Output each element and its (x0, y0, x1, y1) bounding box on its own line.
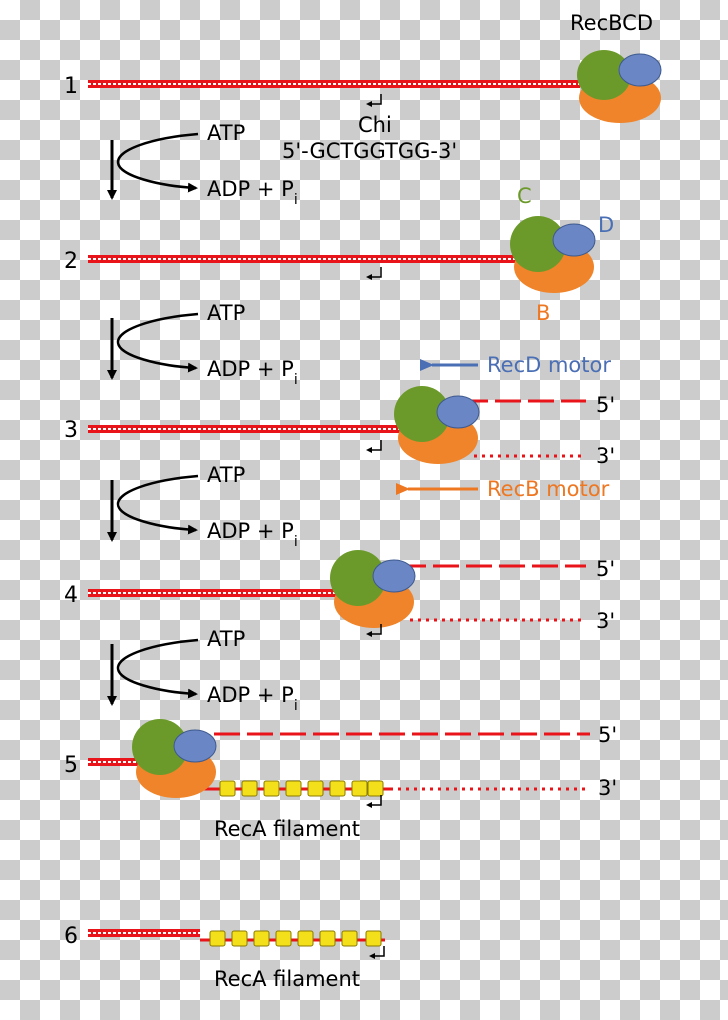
adp-label-3: ADP + Pi (207, 519, 298, 550)
reca-filament-label-5: RecA filament (214, 817, 360, 841)
recbcd-complex-4 (330, 550, 416, 628)
step-number-6: 6 (64, 924, 78, 949)
subunit-c-label: C (517, 184, 532, 208)
reca-filament-5 (219, 780, 384, 797)
reaction-arrows-1 (107, 132, 199, 200)
reaction-arrows-2 (107, 312, 199, 380)
five-prime-label-5: 5' (598, 723, 617, 747)
step-number-3: 3 (64, 418, 78, 443)
recbcd-title: RecBCD (570, 11, 653, 35)
reaction-arrows-3 (107, 474, 199, 542)
recbcd-complex-2 (510, 216, 596, 293)
atp-label-1: ATP (207, 121, 245, 145)
reaction-arrows-4 (107, 638, 199, 706)
five-prime-label-3: 5' (596, 393, 615, 417)
recbcd-complex-3 (394, 386, 480, 464)
chi-marker-4 (366, 624, 382, 637)
three-prime-label-3: 3' (596, 444, 615, 468)
dsdna-1 (88, 80, 580, 88)
dsdna-6 (88, 929, 200, 937)
recbcd-complex-1 (577, 50, 662, 123)
dsdna-5 (88, 758, 140, 766)
chi-label: Chi (358, 113, 392, 137)
recb-motor-label: RecB motor (487, 477, 610, 501)
chi-marker-5 (366, 795, 382, 808)
atp-label-2: ATP (207, 301, 245, 325)
chi-marker-2 (366, 267, 382, 280)
step-number-1: 1 (64, 74, 78, 99)
step-number-4: 4 (64, 583, 78, 608)
chi-marker-3 (366, 440, 382, 453)
chi-sequence: 5'-GCTGGTGG-3' (282, 139, 457, 163)
dsdna-2 (88, 255, 516, 263)
five-prime-label-4: 5' (596, 557, 615, 581)
chi-marker-1 (366, 94, 382, 107)
recbcd-complex-5 (132, 719, 217, 798)
atp-label-4: ATP (207, 627, 245, 651)
subunit-d-label: D (598, 213, 614, 237)
chi-marker-6 (369, 946, 385, 959)
adp-label-4: ADP + Pi (207, 683, 298, 714)
step-number-2: 2 (64, 249, 78, 274)
dsdna-4 (88, 589, 336, 597)
step-number-5: 5 (64, 753, 78, 778)
three-prime-label-4: 3' (596, 609, 615, 633)
recd-motor-label: RecD motor (487, 353, 611, 377)
adp-label-2: ADP + Pi (207, 357, 298, 388)
dsdna-3 (88, 425, 400, 433)
atp-label-3: ATP (207, 463, 245, 487)
reca-filament-label-6: RecA filament (214, 967, 360, 991)
reca-filament-6 (209, 930, 382, 947)
subunit-b-label: B (536, 301, 550, 325)
three-prime-label-5: 3' (598, 776, 617, 800)
adp-label-1: ADP + Pi (207, 177, 298, 208)
